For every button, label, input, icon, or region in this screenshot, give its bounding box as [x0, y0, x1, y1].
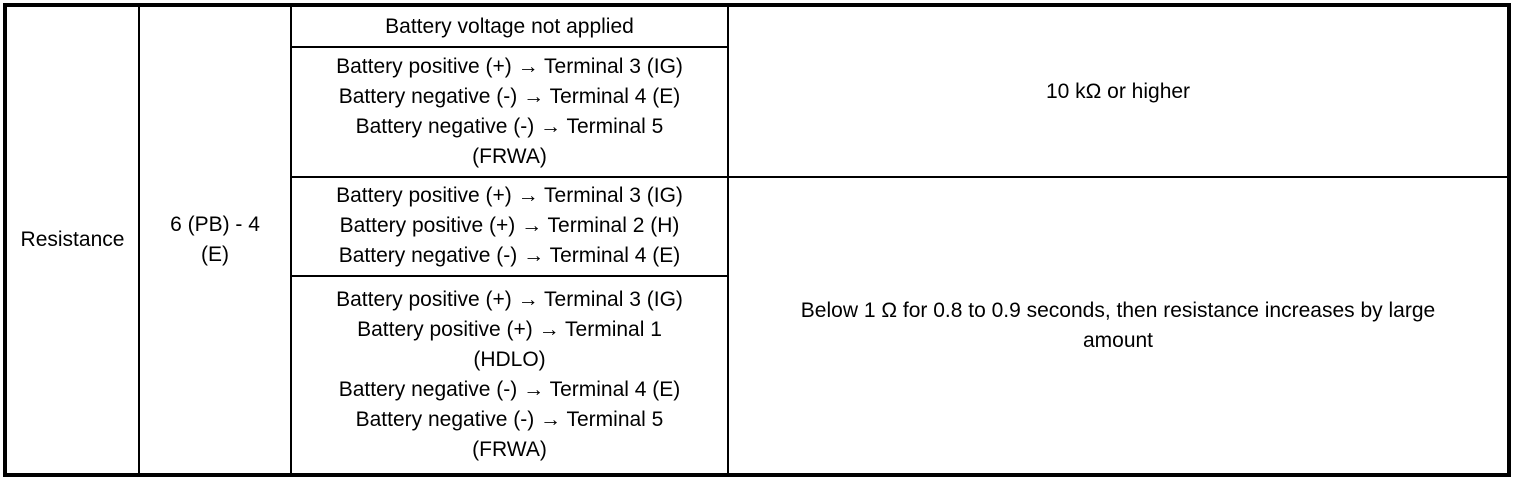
- table-row: Battery positive (+) → Terminal 3 (IG) B…: [5, 176, 1510, 476]
- result-cell-10kohm: 10 kΩ or higher: [727, 3, 1510, 179]
- condition-cell-no-voltage: Battery voltage not applied: [290, 3, 729, 49]
- result-cell-below-1ohm: Below 1 Ω for 0.8 to 0.9 seconds, then r…: [727, 176, 1510, 476]
- condition-cell-ig-hdlo-e-frwa: Battery positive (+) → Terminal 3 (IG) B…: [290, 274, 729, 477]
- condition-cell-ig-e-frwa: Battery positive (+) → Terminal 3 (IG) B…: [290, 46, 729, 179]
- table-row: Battery positive (+) → Terminal 3 (IG) B…: [5, 274, 1509, 477]
- condition-cell-ig-h-e: Battery positive (+) → Terminal 3 (IG) B…: [290, 176, 729, 277]
- specification-table: Resistance 6 (PB) - 4 (E) Battery voltag…: [3, 3, 1511, 477]
- measurement-item-cell: Resistance: [4, 4, 140, 476]
- tester-connection-cell: 6 (PB) - 4 (E): [138, 4, 292, 476]
- table-row: Battery positive (+) → Terminal 3 (IG) B…: [5, 46, 1509, 179]
- table-row: Resistance 6 (PB) - 4 (E) Battery voltag…: [4, 3, 1510, 476]
